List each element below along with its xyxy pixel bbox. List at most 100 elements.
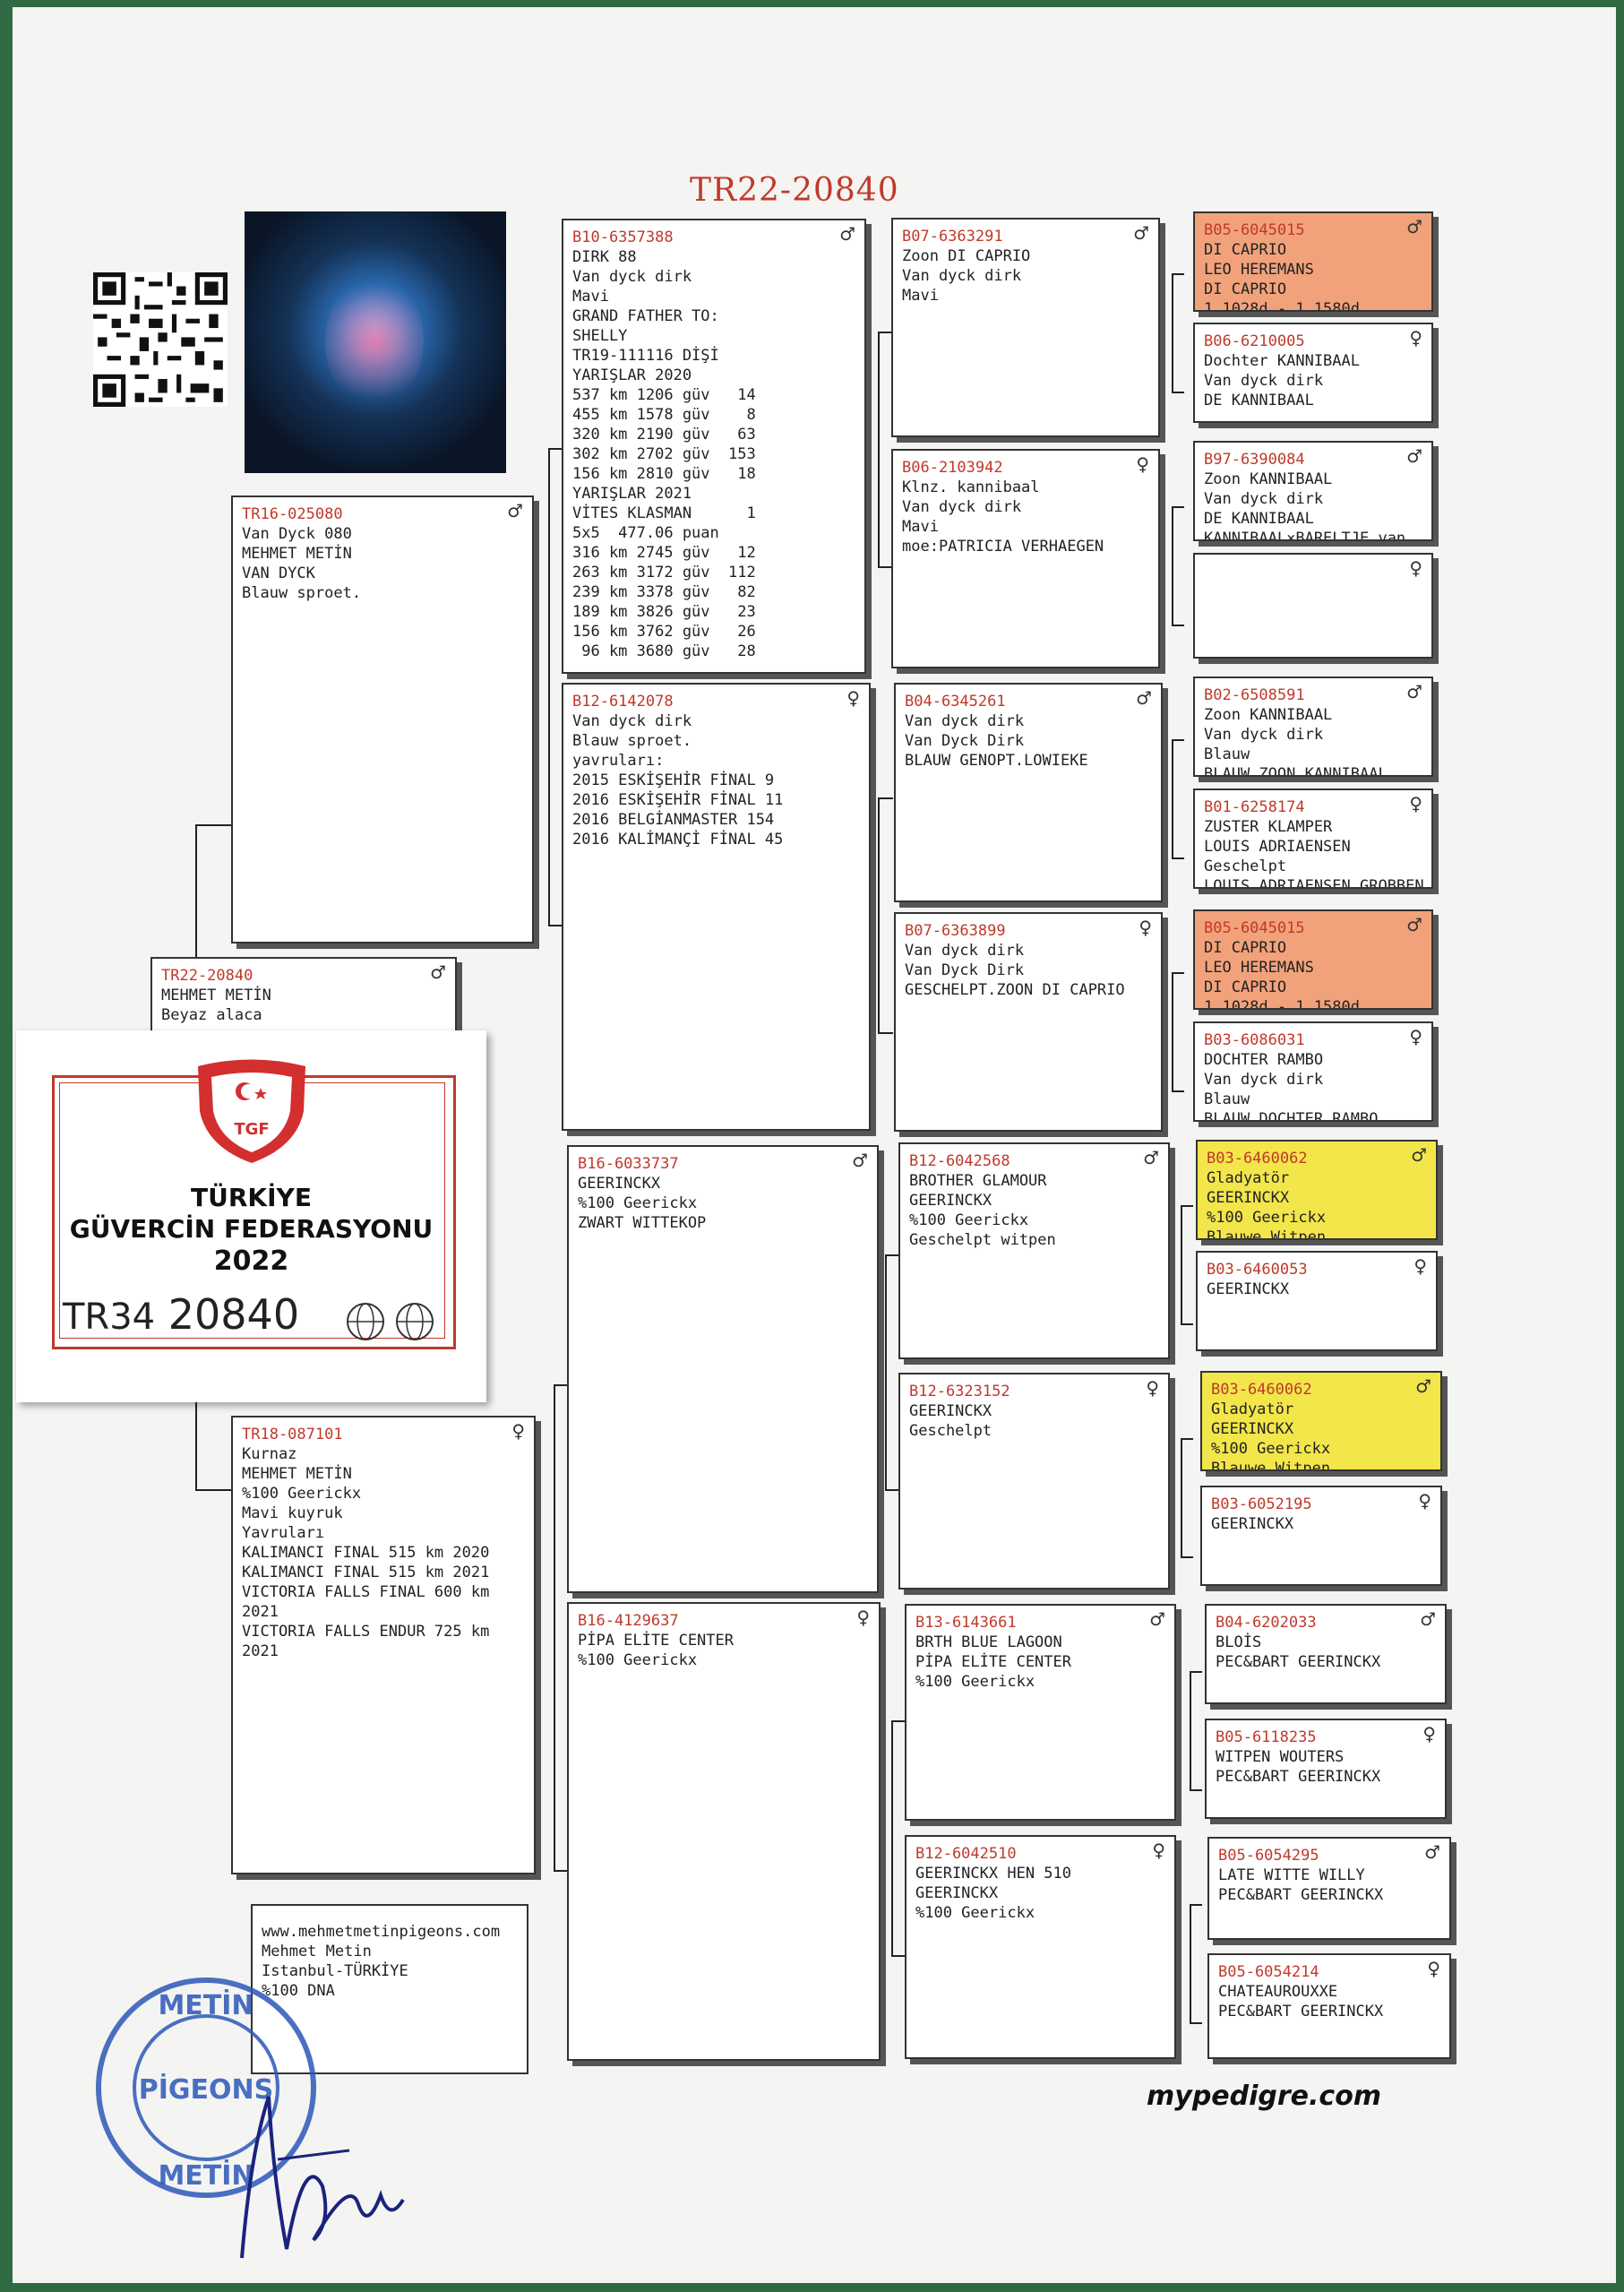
ring-number: TR22-20840 [161, 967, 253, 985]
connector-line [1172, 972, 1184, 1092]
svg-text:METİN: METİN [158, 2159, 253, 2192]
ring-number: B03-6086031 [1204, 1031, 1305, 1049]
male-icon: ♂ [1143, 1147, 1159, 1168]
bird-detail-line: Van dyck dirk [1204, 726, 1324, 744]
bird-detail-line: MEHMET METİN [161, 987, 271, 1004]
bird-detail-line: 156 km 3762 güv 26 [572, 623, 756, 641]
bird-detail-line: GRAND FATHER TO: [572, 307, 719, 325]
male-icon: ♂ [852, 1150, 868, 1171]
bird-detail-line: LOUIS ADRIAENSEN [1204, 838, 1351, 856]
connector-line [1181, 1438, 1193, 1558]
dna-note: %100 DNA [262, 1982, 335, 2000]
connector-line [548, 448, 563, 926]
bird-detail-line: LEO HEREMANS [1204, 959, 1314, 977]
bird-detail-line: DI CAPRIO [1204, 241, 1287, 259]
signature [240, 2096, 405, 2259]
connector-line [885, 1254, 900, 1491]
bird-detail-line: MEHMET METİN [242, 545, 352, 563]
bird-detail-line: GEERINCKX [1211, 1515, 1294, 1533]
bird-detail-line: 96 km 3680 güv 28 [572, 642, 756, 660]
bird-detail-line: Blauw [1204, 1090, 1250, 1108]
bird-detail-line: TR19-111116 DİŞİ [572, 347, 719, 365]
female-icon: ♀ [1418, 1490, 1431, 1512]
bird-detail-line: 5x5 477.06 puan [572, 524, 719, 542]
bird-detail-line: 2016 KALİMANÇİ FİNAL 45 [572, 831, 784, 849]
bird-detail-line: Mavi [902, 287, 939, 305]
bird-detail-line: Beyaz alaca [161, 1006, 262, 1024]
ring-number: B05-6054295 [1218, 1847, 1319, 1865]
svg-text:PİGEONS: PİGEONS [139, 2073, 273, 2106]
bird-detail-line: GESCHELPT.ZOON DI CAPRIO [905, 981, 1125, 999]
female-icon: ♀ [1139, 917, 1152, 938]
female-icon: ♀ [1136, 453, 1149, 475]
female-icon: ♀ [846, 687, 860, 709]
bird-detail-line: Mavi [572, 288, 609, 306]
bird-detail-line: VICTORIA FALLS ENDUR 725 km [242, 1623, 490, 1641]
ring-number: B03-6460062 [1211, 1381, 1312, 1399]
bird-detail-line: DIRK 88 [572, 248, 637, 266]
bird-detail-line: Gladyatör [1211, 1400, 1294, 1418]
bird-detail-line: GEERINCKX [578, 1175, 661, 1193]
bird-detail-line: ZWART WITTEKOP [578, 1214, 707, 1232]
bird-detail-line: 263 km 3172 güv 112 [572, 564, 756, 582]
ring-number: B03-6052195 [1211, 1495, 1312, 1513]
bird-detail-line: %100 Geerickx [915, 1673, 1035, 1691]
bird-detail-line: LEO HEREMANS [1204, 261, 1314, 279]
bird-detail-line: GEERINCKX [909, 1192, 992, 1210]
bird-detail-line: YARIŞLAR 2020 [572, 366, 692, 384]
bird-detail-line: Klnz. kannibaal [902, 478, 1040, 496]
bird-detail-line: ZUSTER KLAMPER [1204, 818, 1333, 836]
bird-detail-line: Van dyck dirk [905, 712, 1025, 730]
bird-detail-line: Gladyatör [1207, 1169, 1290, 1187]
tgf-shield-icon: TGF [198, 1059, 305, 1163]
breeder-website: www.mehmetmetinpigeons.com [262, 1923, 501, 1941]
ring-number: B16-4129637 [578, 1612, 679, 1630]
ring-number: B12-6042510 [915, 1845, 1017, 1863]
bird-detail-line: 2021 [242, 1603, 279, 1621]
bird-detail-line: moe:PATRICIA VERHAEGEN [902, 538, 1104, 556]
bird-detail-line: 189 km 3826 güv 23 [572, 603, 756, 621]
bird-detail-line: %100 Geerickx [1211, 1440, 1331, 1458]
ring-number: B12-6323152 [909, 1383, 1010, 1400]
bird-detail-line: 2016 BELGİANMASTER 154 [572, 811, 775, 829]
bird-detail-line: Dochter KANNIBAAL [1204, 352, 1360, 370]
bird-detail-line: %100 Geerickx [915, 1904, 1035, 1922]
bird-detail-line: LATE WITTE WILLY [1218, 1866, 1365, 1884]
bird-detail-line: Geschelpt witpen [909, 1231, 1056, 1249]
ring-number: B05-6045015 [1204, 221, 1305, 239]
bird-detail-line: 316 km 2745 güv 12 [572, 544, 756, 562]
card-country: TÜRKİYE [191, 1183, 312, 1212]
ring-number: B07-6363291 [902, 228, 1003, 246]
qr-code-icon [93, 272, 228, 407]
connector-line [1172, 739, 1184, 859]
bird-detail-line: BLAUW GENOPT.LOWIEKE [905, 752, 1088, 770]
connector-line [1190, 1671, 1202, 1791]
female-icon: ♀ [511, 1420, 525, 1442]
bird-detail-line: Van dyck dirk [1204, 1071, 1324, 1089]
male-icon: ♂ [1133, 222, 1149, 244]
female-icon: ♀ [1409, 557, 1422, 579]
female-icon: ♀ [1146, 1377, 1159, 1399]
bird-detail-line: Van Dyck Dirk [905, 961, 1025, 979]
ring-number: B07-6363899 [905, 922, 1006, 940]
bird-detail-line: BLOİS [1216, 1633, 1262, 1651]
male-icon: ♂ [1415, 1375, 1431, 1397]
bird-detail-line: MEHMET METİN [242, 1465, 352, 1483]
ring-number: B12-6142078 [572, 693, 674, 711]
bird-detail-line: %100 Geerickx [909, 1211, 1029, 1229]
bird-detail-line: BLAUW DOCHTER RAMBO [1204, 1110, 1379, 1122]
bird-detail-line: GEERINCKX [1207, 1280, 1290, 1298]
federation-card: TGF TÜRKİYE GÜVERCİN FEDERASYONU 2022 TR… [16, 1030, 486, 1402]
bird-detail-line: Zoon DI CAPRIO [902, 247, 1031, 265]
male-icon: ♂ [1406, 216, 1422, 237]
bird-box-g12: B03-6052195 ♀ GEERINCKX [1200, 1486, 1442, 1586]
ring-number: TR18-087101 [242, 1426, 343, 1443]
ring-number: B04-6202033 [1216, 1614, 1317, 1632]
bird-detail-line: KALIMANCI FINAL 515 km 2020 [242, 1544, 490, 1562]
bird-detail-line: VAN DYCK [242, 564, 315, 582]
ring-prefix: TR34 [63, 1297, 156, 1338]
female-icon: ♀ [1409, 1026, 1422, 1047]
